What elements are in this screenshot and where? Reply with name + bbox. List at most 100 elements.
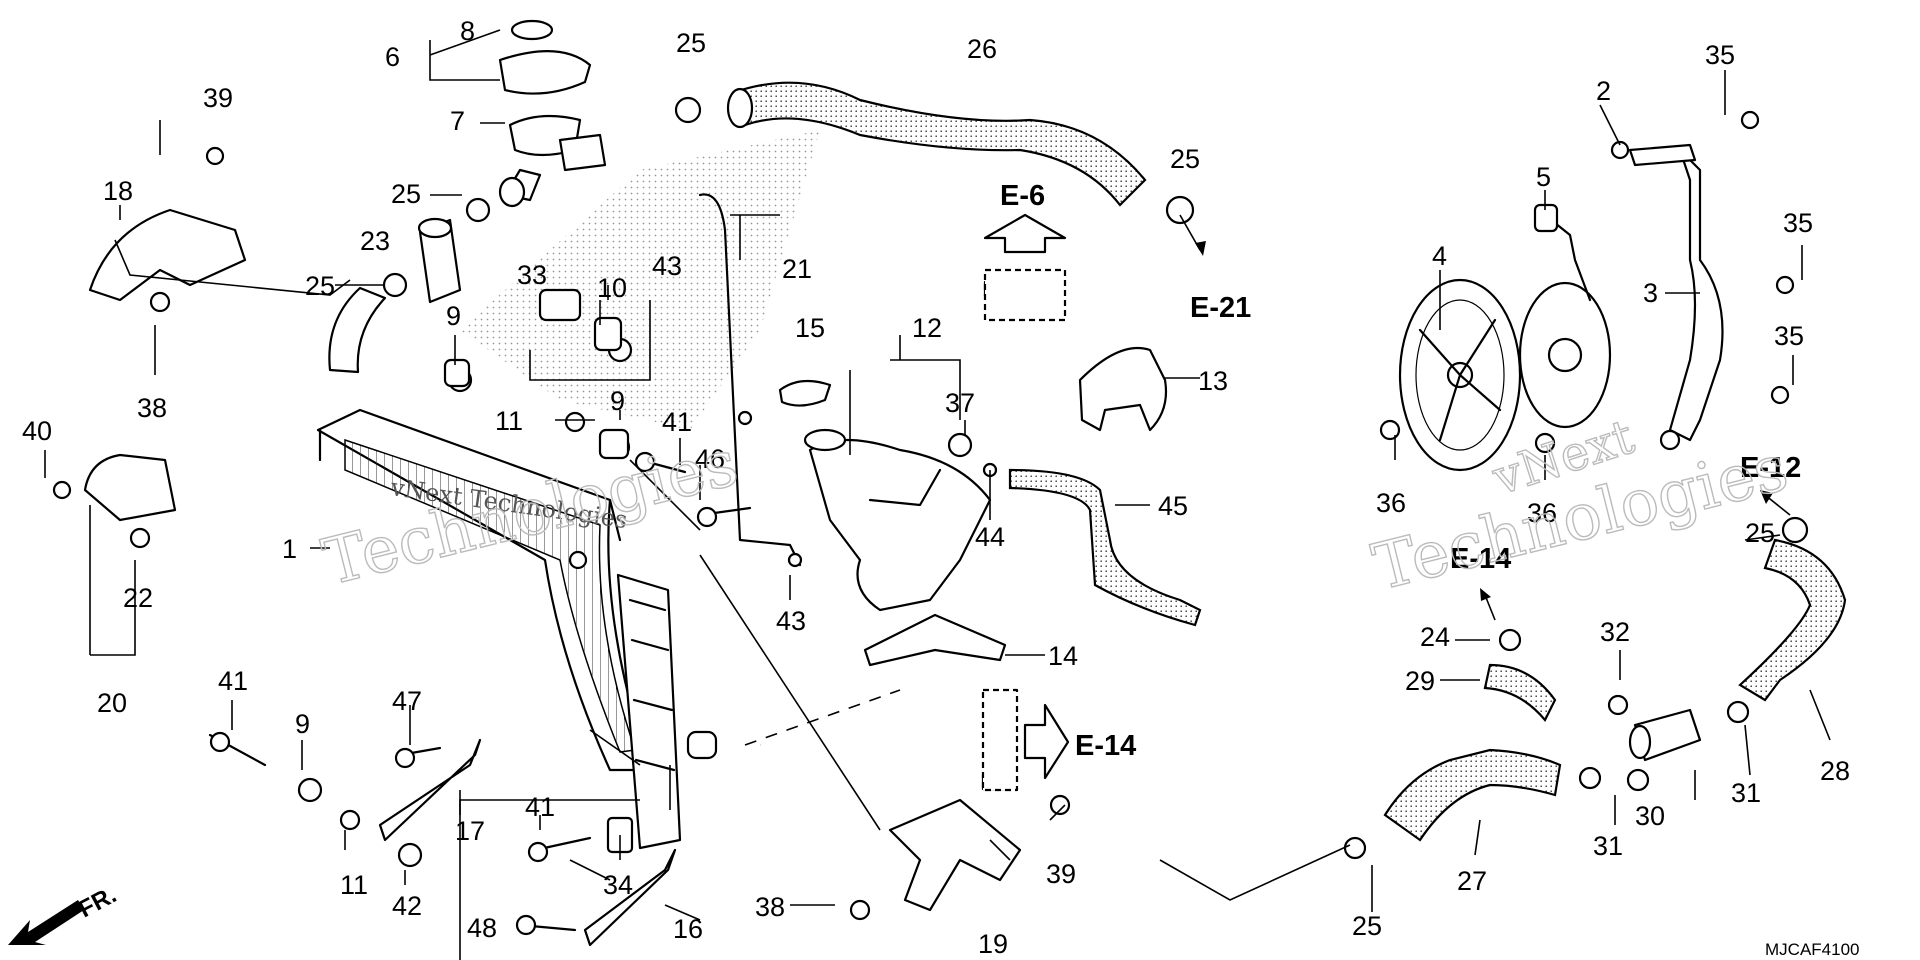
part-label-22: 22 xyxy=(123,583,153,613)
part-label-35a: 35 xyxy=(1705,40,1735,70)
part-label-41b: 41 xyxy=(525,792,555,822)
part-label-38b: 38 xyxy=(755,892,785,922)
part-label-42: 42 xyxy=(392,891,422,921)
part-label-9b: 9 xyxy=(610,386,625,416)
part-label-17: 17 xyxy=(455,816,485,846)
arrow-e21 xyxy=(1179,214,1206,256)
ref-label-e14-small: E-14 xyxy=(1450,543,1511,575)
part-label-16: 16 xyxy=(673,914,703,944)
part-label-45: 45 xyxy=(1158,491,1188,521)
part-label-27: 27 xyxy=(1457,866,1487,896)
stay-16 xyxy=(583,848,677,947)
front-arrow xyxy=(8,900,84,945)
part-label-15: 15 xyxy=(795,313,825,343)
part-label-39b: 39 xyxy=(1046,859,1076,889)
ref-label-e14: E-14 xyxy=(1075,730,1136,762)
stay-17 xyxy=(378,738,482,842)
part-label-46: 46 xyxy=(695,444,725,474)
part-label-25a: 25 xyxy=(676,28,706,58)
fan-shroud-3 xyxy=(1628,143,1724,442)
radiator-cap xyxy=(498,19,607,208)
ref-label-e6: E-6 xyxy=(1000,180,1045,212)
part-label-48: 48 xyxy=(467,913,497,943)
part-label-26: 26 xyxy=(967,34,997,64)
hose-29 xyxy=(1483,663,1557,722)
bracket-20 xyxy=(83,453,177,522)
part-label-38a: 38 xyxy=(137,393,167,423)
hose-45 xyxy=(1008,468,1202,627)
part-label-19: 19 xyxy=(978,929,1008,959)
part-label-44: 44 xyxy=(975,522,1005,552)
part-label-9a: 9 xyxy=(446,301,461,331)
part-label-23: 23 xyxy=(360,226,390,256)
part-label-11a: 11 xyxy=(495,406,523,436)
part-label-34: 34 xyxy=(603,870,633,900)
part-label-10: 10 xyxy=(597,273,627,303)
part-label-7: 7 xyxy=(450,106,465,136)
watermark: vNext Technologies Technologies vNext Te… xyxy=(315,408,1795,606)
part-label-20: 20 xyxy=(97,688,127,718)
breather-tube-21 xyxy=(698,193,802,567)
part-label-21: 21 xyxy=(782,254,812,284)
part-label-5: 5 xyxy=(1536,162,1551,192)
part-label-31a: 31 xyxy=(1593,831,1623,861)
part-label-24: 24 xyxy=(1420,622,1450,652)
fan-motor-5 xyxy=(1518,203,1612,429)
fasteners xyxy=(52,96,1809,936)
part-label-8: 8 xyxy=(460,16,475,46)
part-label-25f: 25 xyxy=(1352,911,1382,941)
pipe-30 xyxy=(1628,708,1702,762)
part-label-31b: 31 xyxy=(1731,778,1761,808)
hose-28 xyxy=(1738,538,1847,702)
leader-lines xyxy=(44,29,1831,960)
radiator-core xyxy=(316,408,718,850)
part-label-3: 3 xyxy=(1643,278,1658,308)
part-label-37: 37 xyxy=(945,388,975,418)
hose-26 xyxy=(726,81,1147,207)
part-label-32: 32 xyxy=(1600,617,1630,647)
part-label-47: 47 xyxy=(392,686,422,716)
bracket-14 xyxy=(863,613,1007,667)
ref-label-e21: E-21 xyxy=(1190,292,1251,324)
part-number-labels: 1 2 3 4 5 6 7 8 9 9 9 10 11 11 12 13 14 … xyxy=(22,16,1850,959)
bracket-18 xyxy=(88,208,247,302)
part-label-43b: 43 xyxy=(776,606,806,636)
part-label-33: 33 xyxy=(517,260,547,290)
part-label-30: 30 xyxy=(1635,801,1665,831)
lower-hose-27 xyxy=(1383,748,1562,842)
part-label-25e: 25 xyxy=(1745,518,1775,548)
upper-radiator-hose xyxy=(328,217,462,374)
part-label-14: 14 xyxy=(1048,641,1078,671)
ref-label-e12: E-12 xyxy=(1740,452,1801,484)
part-label-2: 2 xyxy=(1596,76,1611,106)
arrow-e14-small xyxy=(1480,588,1496,621)
part-label-11b: 11 xyxy=(340,870,368,900)
part-label-36b: 36 xyxy=(1527,498,1557,528)
part-label-4: 4 xyxy=(1432,241,1447,271)
bracket-13 xyxy=(1078,346,1168,432)
part-label-25d: 25 xyxy=(305,271,335,301)
part-label-18: 18 xyxy=(103,176,133,206)
part-label-25b: 25 xyxy=(1170,144,1200,174)
part-label-35b: 35 xyxy=(1783,208,1813,238)
part-label-39a: 39 xyxy=(203,83,233,113)
cooling-fan-4 xyxy=(1398,278,1522,472)
reserve-tank xyxy=(778,379,992,612)
diagram-code: MJCAF4100 xyxy=(1765,940,1859,959)
part-label-40: 40 xyxy=(22,416,52,446)
part-label-28: 28 xyxy=(1820,756,1850,786)
part-label-36a: 36 xyxy=(1376,488,1406,518)
arrow-e14-right xyxy=(1023,703,1070,780)
front-label: FR. xyxy=(74,881,121,923)
part-label-41c: 41 xyxy=(662,407,692,437)
part-label-6: 6 xyxy=(385,42,400,72)
arrow-e6 xyxy=(983,213,1067,254)
part-label-35c: 35 xyxy=(1774,321,1804,351)
arrow-e12 xyxy=(1760,490,1791,516)
part-label-13: 13 xyxy=(1198,366,1228,396)
part-label-9c: 9 xyxy=(295,709,310,739)
shading-area xyxy=(460,130,820,430)
part-label-41a: 41 xyxy=(218,666,248,696)
reference-labels: E-6 E-21 E-12 E-14 E-14 xyxy=(1000,180,1801,762)
